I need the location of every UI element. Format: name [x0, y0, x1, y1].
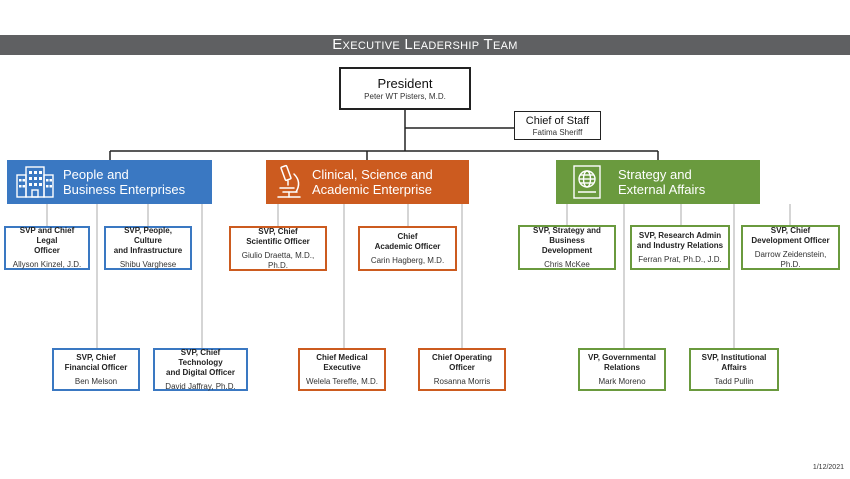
division-label-line2: Business Enterprises	[63, 182, 186, 197]
position-name: Giulio Draetta, M.D., Ph.D.	[241, 250, 315, 270]
microscope-icon	[277, 164, 301, 198]
position-title-line2: Business Development	[541, 235, 593, 255]
position-title-line1: Chief Operating	[431, 352, 492, 362]
position-title-line2: Development Officer	[751, 235, 830, 245]
president-box: President Peter WT Pisters, M.D.	[339, 67, 471, 110]
division-label-line1: Strategy and	[618, 167, 692, 182]
division-label-strategy: Strategy and External Affairs	[618, 167, 705, 197]
position-title-line1: SVP, Institutional	[701, 352, 767, 362]
division-header-clinical: Clinical, Science and Academic Enterpris…	[266, 160, 469, 204]
position-title-line2: Officer	[449, 362, 475, 372]
chief-of-staff-title: Chief of Staff	[525, 114, 590, 127]
position-name: Carin Hagberg, M.D.	[370, 255, 445, 265]
division-label-line1: People and	[63, 167, 129, 182]
position-title-line2: and Digital Officer	[166, 367, 235, 377]
position-title-line1: SVP, People, Culture	[124, 226, 172, 245]
position-name: Tadd Pullin	[714, 376, 754, 386]
position-title-line1: Chief	[397, 231, 418, 241]
position-title-line1: SVP, Research Admin	[638, 230, 722, 240]
position-title-line2: Relations	[603, 362, 640, 372]
division-header-strategy: Strategy and External Affairs	[556, 160, 760, 204]
position-title-line1: SVP, Chief	[770, 225, 811, 235]
position-title-line2: Scientific Officer	[246, 236, 310, 246]
position-title-line1: SVP, Strategy and	[533, 225, 601, 235]
position-title-line2: Financial Officer	[64, 362, 128, 372]
position-title-line1: SVP and Chief Legal	[19, 226, 75, 245]
position-name: Ferran Prat, Ph.D., J.D.	[638, 254, 722, 264]
position-name: Ben Melson	[74, 376, 118, 386]
chief-of-staff-name: Fatima Sheriff	[532, 127, 583, 137]
division-label-people: People and Business Enterprises	[63, 167, 185, 197]
position-name: Rosanna Morris	[433, 376, 491, 386]
position-name: Mark Moreno	[598, 376, 646, 386]
position-name: Darrow Zeidenstein, Ph.D.	[754, 249, 827, 269]
president-name: Peter WT Pisters, M.D.	[364, 92, 446, 101]
position-title-line2: Affairs	[721, 362, 747, 372]
globe-document-icon	[573, 165, 601, 199]
position-title-line2: Officer	[34, 246, 60, 255]
position-title-line2: Academic Officer	[374, 241, 441, 251]
position-title-line1: SVP, Chief	[76, 352, 116, 362]
division-label-line2: External Affairs	[618, 182, 706, 197]
position-title-line2: Executive	[323, 362, 361, 372]
building-icon	[16, 166, 54, 198]
banner-title: Executive Leadership Team	[0, 35, 850, 55]
division-label-line1: Clinical, Science and	[312, 167, 433, 182]
position-name: Shibu Varghese	[119, 260, 177, 269]
division-label-clinical: Clinical, Science and Academic Enterpris…	[312, 167, 433, 197]
president-title: President	[377, 76, 433, 91]
position-title-line1: VP, Governmental	[588, 352, 656, 362]
position-name: Allyson Kinzel, J.D.	[12, 260, 82, 269]
position-title-line1: SVP, Chief	[258, 226, 298, 236]
position-title-line1: Chief Medical	[316, 352, 368, 362]
chief-of-staff-box: Chief of Staff Fatima Sheriff	[514, 111, 601, 140]
position-name: Chris McKee	[544, 259, 590, 269]
division-header-people: People and Business Enterprises	[7, 160, 212, 204]
division-label-line2: Academic Enterprise	[312, 182, 432, 197]
position-name: Welela Tereffe, M.D.	[305, 376, 379, 386]
position-title-line2: and Infrastructure	[113, 246, 183, 255]
position-name: David Jaffray, Ph.D.	[165, 381, 236, 391]
date-label: 1/12/2021	[812, 464, 844, 471]
position-title-line2: and Industry Relations	[636, 240, 724, 250]
position-title-line1: SVP, Chief Technology	[178, 347, 223, 367]
